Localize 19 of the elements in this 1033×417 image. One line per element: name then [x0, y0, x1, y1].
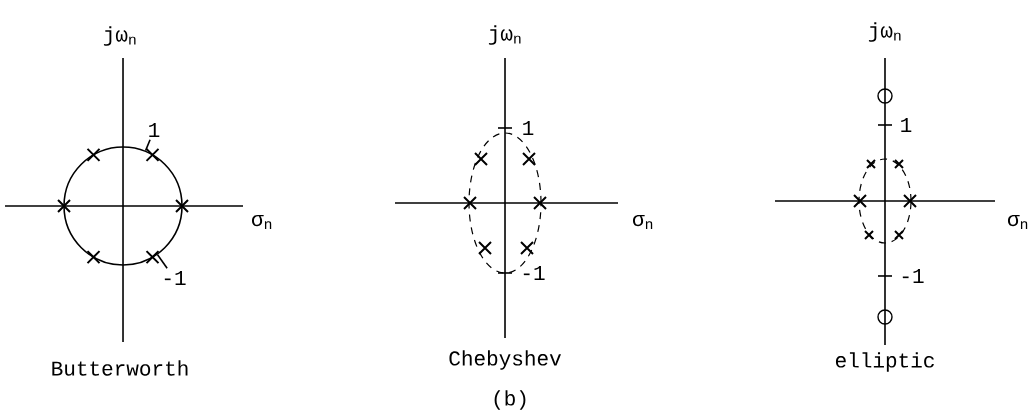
- axis-label: jω$_{n}$: [103, 26, 136, 46]
- axis-label: jω$_{n}$: [488, 25, 521, 45]
- tick-label: 1: [523, 121, 534, 135]
- plot-title: Chebyshev: [449, 350, 561, 370]
- tick-label: 1: [901, 118, 912, 132]
- axis-label: jω$_{n}$: [868, 22, 901, 42]
- plot-title: elliptic: [835, 352, 934, 372]
- tick-label: -1: [523, 266, 545, 280]
- caption: (b): [494, 390, 526, 410]
- leader-line: [144, 138, 151, 152]
- axis-label: σ$_{n}$: [633, 214, 653, 230]
- plot-title: Butterworth: [52, 360, 188, 376]
- axis-label: σ$_{n}$: [1008, 214, 1028, 230]
- tick-label: -1: [164, 271, 186, 285]
- tick-label: -1: [902, 269, 924, 283]
- leader-line: [156, 254, 168, 270]
- tick-label: 1: [149, 123, 160, 137]
- axis-label: σ$_{n}$: [252, 214, 272, 230]
- unit-circle: [63, 146, 183, 266]
